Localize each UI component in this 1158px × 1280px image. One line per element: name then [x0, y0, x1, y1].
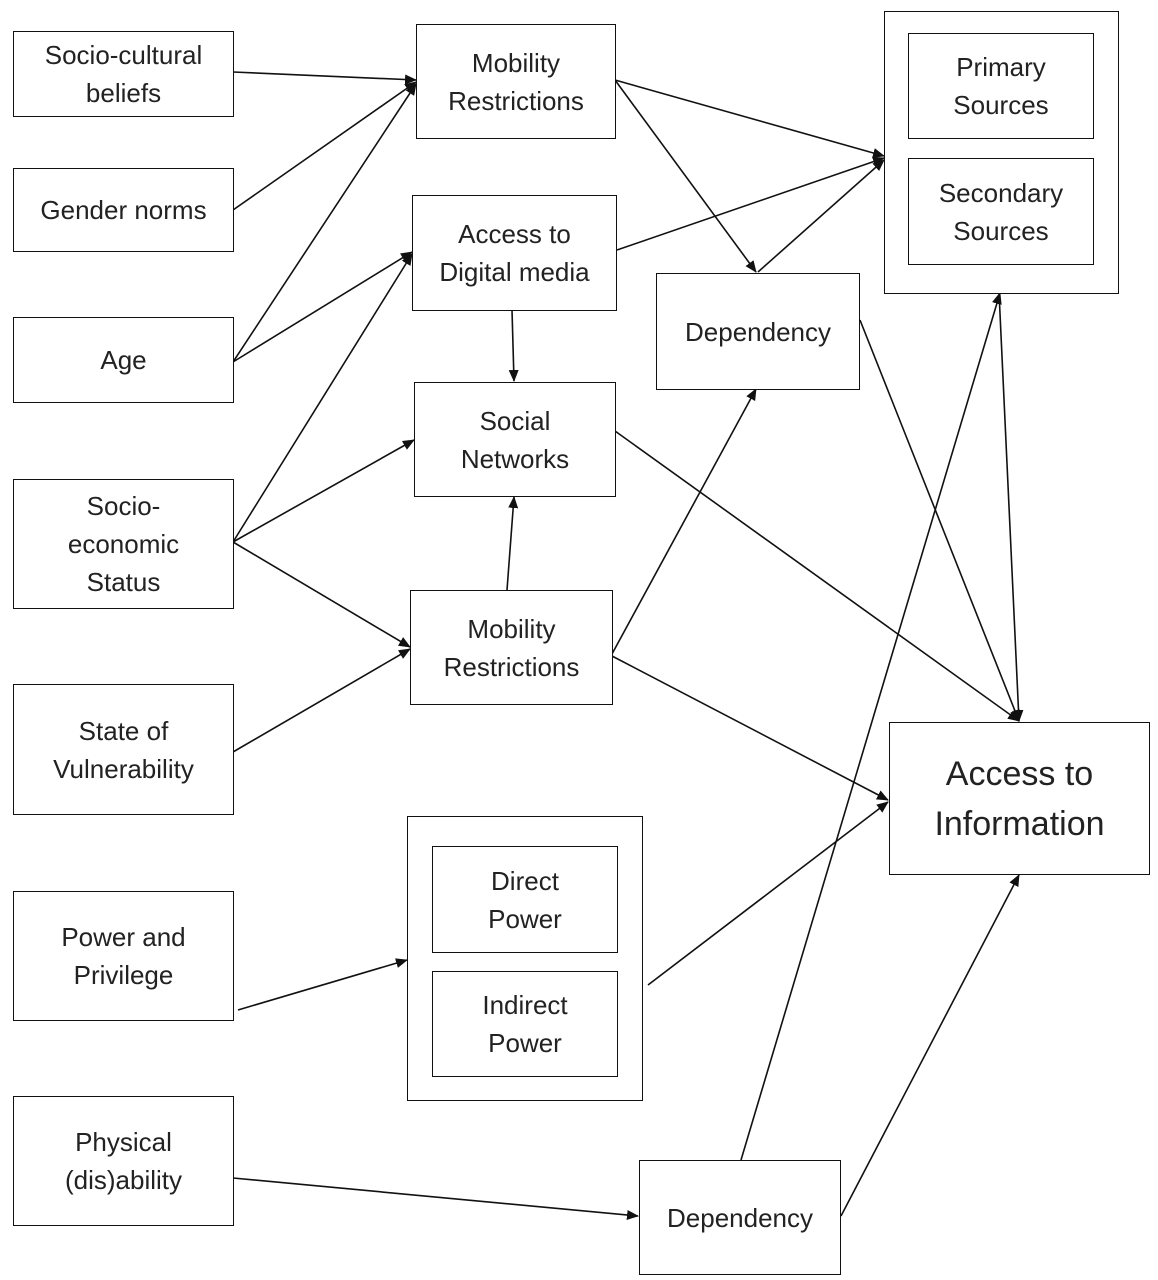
arrow-ses-to-mobility-bottom	[232, 541, 411, 648]
node-state-of-vulnerability: State of Vulnerability	[13, 684, 234, 815]
node-label: Age	[100, 345, 147, 375]
arrow-power-group-to-info	[647, 801, 889, 986]
node-label: Physical (dis)ability	[64, 1127, 183, 1195]
node-socio-cultural-beliefs: Socio-cultural beliefs	[13, 31, 234, 117]
arrow-mobility-bottom-to-info	[611, 655, 889, 801]
node-indirect-power: Indirect Power	[432, 971, 618, 1077]
node-label: Mobility Restrictions	[443, 613, 580, 682]
node-label: Access to Digital media	[439, 219, 590, 287]
node-label: Access to Information	[934, 754, 1105, 843]
arrow-dependency-top-to-info	[859, 319, 1020, 722]
node-age: Age	[13, 317, 234, 403]
node-access-to-information: Access to Information	[889, 722, 1150, 875]
node-label: Dependency	[667, 1202, 813, 1233]
arrow-digital-to-social	[508, 309, 519, 382]
node-dependency-bottom: Dependency	[639, 1160, 841, 1275]
arrow-gender-to-mobility-top	[232, 81, 417, 211]
arrow-dependency-bottom-to-sources	[740, 292, 1002, 1161]
node-social-networks: Social Networks	[414, 382, 616, 497]
arrow-ses-to-digital-media	[232, 253, 413, 543]
node-primary-sources: Primary Sources	[908, 33, 1094, 139]
node-label: Direct Power	[488, 865, 562, 934]
arrow-mobility-bottom-to-social	[506, 496, 519, 591]
node-label: Socio-cultural beliefs	[44, 40, 203, 108]
node-label: Dependency	[685, 316, 831, 347]
node-gender-norms: Gender norms	[13, 168, 234, 252]
node-socio-economic-status: Socio- economic Status	[13, 479, 234, 609]
node-label: Socio- economic Status	[67, 491, 180, 597]
arrow-mobility-top-to-sources	[614, 79, 885, 158]
node-label: Primary Sources	[953, 52, 1049, 120]
node-label: State of Vulnerability	[53, 715, 194, 784]
arrow-disability-to-dependency-bottom	[232, 1177, 639, 1220]
arrow-sources-to-info	[998, 291, 1024, 722]
node-label: Power and Privilege	[61, 922, 186, 990]
node-label: Secondary Sources	[938, 177, 1064, 246]
node-direct-power: Direct Power	[432, 846, 618, 953]
arrow-vulnerability-to-mobility-bottom	[232, 648, 411, 753]
arrow-mobility-bottom-to-dependency-top	[611, 388, 757, 655]
node-mobility-restrictions-bottom: Mobility Restrictions	[410, 590, 613, 705]
arrow-dependency-bottom-to-info	[840, 874, 1020, 1217]
arrow-digital-to-sources	[616, 156, 885, 251]
node-physical-disability: Physical (dis)ability	[13, 1096, 234, 1226]
node-access-digital-media: Access to Digital media	[412, 195, 617, 311]
arrow-age-to-digital-media	[232, 251, 413, 363]
node-dependency-top: Dependency	[656, 273, 860, 390]
node-power-and-privilege: Power and Privilege	[13, 891, 234, 1021]
arrow-ses-to-social-networks	[232, 439, 415, 543]
arrow-mobility-top-to-dependency-top	[614, 79, 757, 273]
node-label: Mobility Restrictions	[448, 47, 584, 116]
arrow-social-to-info	[614, 430, 1020, 722]
arrow-beliefs-to-mobility-top	[232, 71, 417, 85]
node-mobility-restrictions-top: Mobility Restrictions	[416, 24, 616, 139]
node-label: Indirect Power	[482, 990, 568, 1058]
arrow-age-to-mobility-top	[232, 83, 417, 363]
node-label: Gender norms	[40, 195, 207, 225]
node-label: Social Networks	[460, 405, 570, 474]
arrow-dependency-top-to-sources	[757, 159, 885, 273]
node-secondary-sources: Secondary Sources	[908, 158, 1094, 265]
arrow-power-to-power-group	[237, 958, 408, 1011]
